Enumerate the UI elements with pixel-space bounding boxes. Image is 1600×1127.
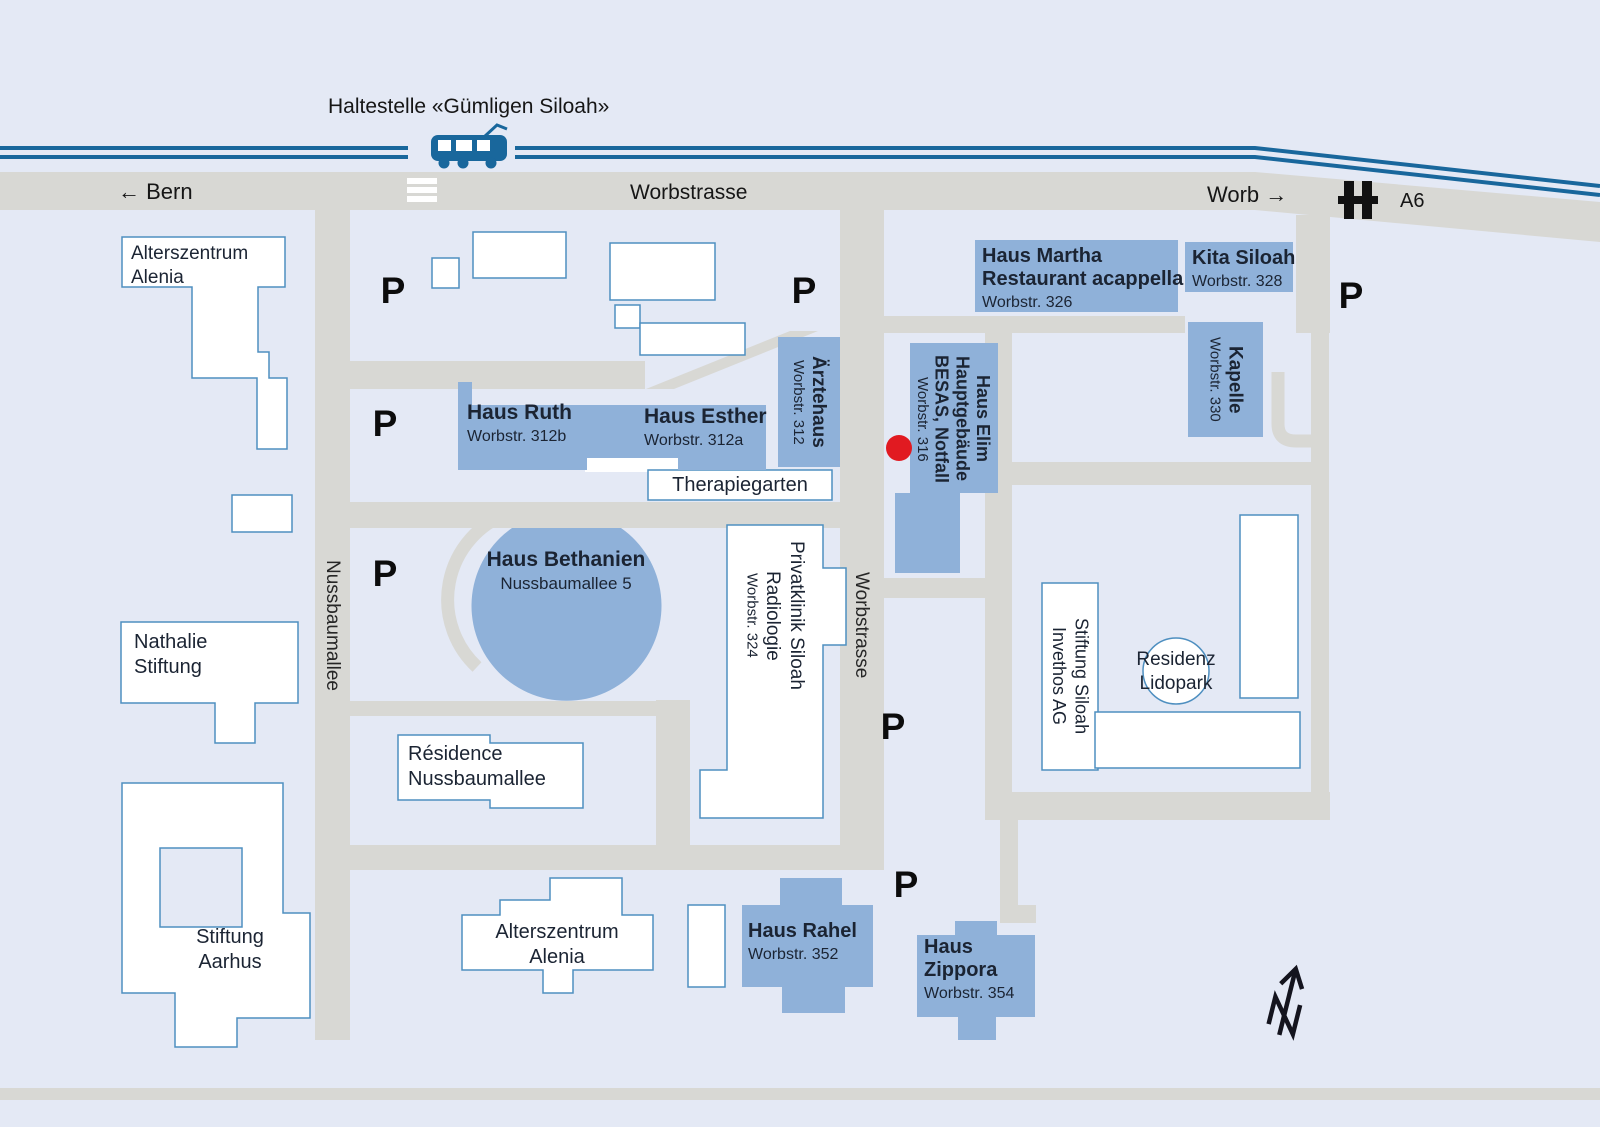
building-unlabeled-6 [639, 322, 746, 356]
parking-icon: P [791, 270, 817, 311]
building-stiftung-siloah [1041, 582, 1099, 771]
building-unlabeled-4 [609, 242, 716, 301]
road-a6-branch [1296, 215, 1330, 333]
building-unlabeled-9 [1094, 711, 1301, 769]
building-unlabeled-2 [431, 257, 460, 289]
parking-icon: P [372, 403, 398, 444]
path-bethanien-arc [441, 507, 509, 672]
road-east-4 [985, 792, 1330, 820]
road-worbstrasse-south [840, 210, 884, 868]
label-stiftung-aarhus: Stiftung Aarhus [196, 926, 264, 973]
label-alterszentrum-alenia-south: Alterszentrum Alenia [495, 921, 619, 968]
building-unlabeled-3 [472, 231, 567, 279]
label-aerztehaus: Ärztehaus Worbstr. 312 [790, 356, 829, 448]
building-kapelle [1188, 322, 1263, 437]
parking-icon: P [372, 553, 398, 594]
aarhus-courtyard [159, 847, 243, 928]
road-residence-east [656, 700, 690, 846]
tram-icon [431, 123, 508, 169]
building-haus-bethanien [471, 528, 662, 701]
building-unlabeled-8 [1239, 514, 1299, 699]
street-worbstrasse-south: Worbstrasse [851, 571, 872, 679]
label-residence-nussbaumallee: Résidence Nussbaumallee [408, 743, 546, 790]
crosswalk-stripes [407, 178, 437, 202]
street-worbstrasse-top: Worbstrasse [630, 181, 748, 204]
parking-icon: P [1338, 275, 1364, 316]
road-elim-south [884, 578, 985, 598]
building-nathalie-stiftung [120, 621, 299, 744]
label-haus-martha: Haus Martha Restaurant acappella Worbstr… [982, 245, 1184, 311]
motorway-label: A6 [1400, 190, 1425, 212]
building-haus-elim [895, 343, 998, 573]
label-residenz-lidopark: Residenz Lidopark [1136, 649, 1216, 694]
parking-icon: P [880, 706, 906, 747]
building-residenz-lidopark [1142, 637, 1210, 705]
building-unlabeled-5 [614, 304, 641, 329]
road-internal-mid [350, 502, 840, 528]
building-alterszentrum-alenia-north [121, 236, 288, 450]
road-internal-bottom [350, 845, 884, 870]
road-worbstrasse [0, 172, 1600, 242]
building-haus-rahel [742, 878, 873, 1013]
building-unlabeled-1 [231, 494, 293, 533]
label-haus-esther: Haus Esther Worbstr. 312a [644, 405, 767, 450]
label-haus-elim: Haus Elim Hauptgebäude BESAS, Notfall Wo… [913, 354, 994, 483]
white-buildings [120, 231, 1301, 1048]
building-kita-siloah [1185, 242, 1293, 292]
label-stiftung-siloah: Stiftung Siloah Invethos AG [1049, 618, 1092, 735]
building-haus-zippora [917, 921, 1035, 1040]
parking-icon: P [893, 864, 919, 905]
road-east-7 [1000, 905, 1036, 923]
building-alterszentrum-alenia-south [461, 877, 654, 994]
road-east-1 [884, 316, 1185, 333]
label-haus-zippora: Haus Zippora Worbstr. 354 [924, 936, 1015, 1002]
street-nussbaumallee: Nussbaumallee [322, 559, 343, 691]
building-unlabeled-7 [687, 904, 726, 988]
motorway-icon [1338, 181, 1378, 219]
roads [0, 172, 1600, 1100]
label-nathalie-stiftung: Nathalie Stiftung [134, 631, 208, 678]
label-kapelle: Kapelle Worbstr. 330 [1206, 337, 1246, 422]
street-worb: Worb → [1207, 182, 1288, 207]
label-haus-bethanien: Haus Bethanien Nussbaumallee 5 [486, 548, 646, 594]
parking-icon: P [380, 270, 406, 311]
building-privatklinik [699, 524, 847, 819]
road-east-3 [1012, 462, 1328, 485]
tram-line [0, 146, 1600, 197]
label-kita-siloah: Kita Siloah Worbstr. 328 [1192, 247, 1296, 290]
label-alterszentrum-alenia-north: Alterszentrum Alenia [131, 243, 249, 288]
road-east-6 [1000, 820, 1018, 920]
road-internal-top [350, 361, 645, 389]
building-residence-nussbaumallee [397, 734, 584, 809]
street-bern: ← Bern [118, 179, 193, 204]
label-therapiegarten: Therapiegarten [672, 473, 808, 496]
tram-stop-label: Haltestelle «Gümligen Siloah» [328, 95, 610, 118]
road-diagonal [646, 331, 818, 389]
road-residence-north [350, 701, 656, 716]
road-nussbaumallee [315, 210, 350, 1040]
building-haus-ruth-esther [458, 382, 766, 470]
road-east-5 [1311, 333, 1329, 792]
label-haus-rahel: Haus Rahel Worbstr. 352 [748, 920, 857, 963]
path-kapelle [1271, 372, 1318, 448]
building-haus-martha [975, 240, 1178, 312]
label-haus-ruth: Haus Ruth Worbstr. 312b [467, 401, 572, 446]
north-arrow-icon [1266, 964, 1305, 1041]
location-marker [886, 435, 912, 461]
blue-buildings [458, 240, 1293, 1040]
label-privatklinik: Privatklinik Siloah Radiologie Worbstr. … [743, 541, 807, 690]
road-bottom-edge [0, 1088, 1600, 1100]
building-aerztehaus [778, 337, 840, 467]
